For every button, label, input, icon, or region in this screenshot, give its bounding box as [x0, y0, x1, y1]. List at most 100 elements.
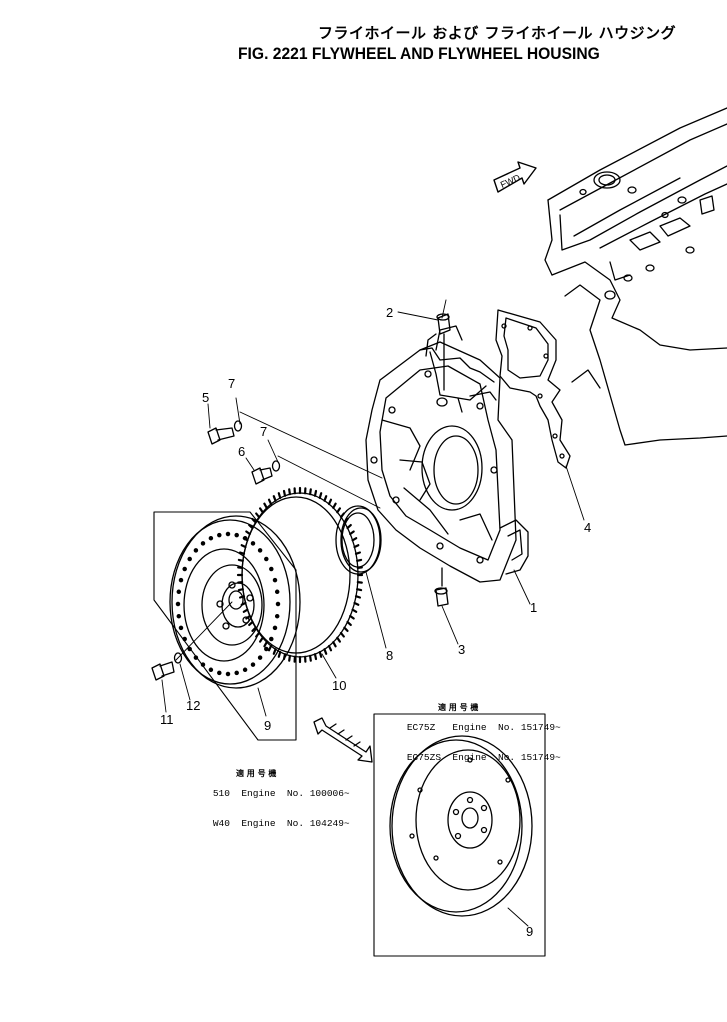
callout-8: 8 — [386, 648, 393, 663]
gear-tooth — [239, 551, 246, 555]
flywheel-hole — [176, 613, 182, 619]
housing-gasket — [495, 309, 571, 469]
gear-tooth — [336, 507, 341, 514]
washer-7-upper — [233, 420, 243, 432]
gear-tooth — [343, 517, 349, 524]
flywheel-hole — [193, 548, 199, 553]
gear-tooth — [349, 614, 355, 620]
gear-tooth — [356, 580, 363, 584]
applicability-right: 適 用 号 機 EC75Z Engine No. 151749~ EC75ZS … — [384, 683, 561, 773]
flywheel-hole — [234, 670, 239, 676]
washer-12 — [173, 652, 183, 664]
gear-tooth — [277, 492, 282, 499]
flywheel-hole — [242, 535, 248, 541]
flywheel-hole — [225, 531, 231, 537]
gear-tooth — [339, 631, 345, 638]
flywheel-hole — [274, 589, 280, 595]
applicability-right-line-2: EC75ZS Engine No. 151749~ — [406, 752, 561, 763]
flywheel-hole — [242, 667, 248, 673]
flywheel-hole — [275, 601, 281, 607]
leader-lines — [161, 299, 585, 927]
flywheel-hole — [272, 577, 278, 583]
gear-tooth — [313, 653, 318, 661]
flywheel-hole — [176, 589, 182, 595]
gear-tooth — [288, 488, 291, 496]
title-english: FIG. 2221 FLYWHEEL AND FLYWHEEL HOUSING — [238, 44, 600, 63]
flywheel-hole — [264, 646, 269, 652]
flywheel-hole — [257, 548, 263, 553]
engine-block — [544, 107, 727, 446]
gear-tooth — [318, 650, 323, 658]
gear-tooth — [277, 650, 282, 658]
gear-tooth — [356, 566, 363, 570]
plug-bottom — [434, 567, 449, 607]
gear-tooth — [272, 495, 277, 502]
flywheel-hole — [234, 532, 239, 538]
flywheel-hole — [217, 670, 222, 676]
gear-tooth — [346, 620, 352, 627]
gear-tooth — [343, 626, 349, 633]
callout-3: 3 — [458, 642, 465, 657]
plug-top — [436, 313, 451, 391]
gear-tooth — [255, 512, 261, 519]
callout-2: 2 — [386, 305, 393, 320]
fwd-direction-arrow — [493, 161, 537, 193]
callout-12: 12 — [186, 698, 200, 713]
gear-tooth — [237, 588, 244, 592]
bolt-6 — [251, 467, 273, 485]
gear-tooth — [248, 620, 254, 627]
gear-tooth — [313, 489, 318, 497]
gear-tooth — [351, 608, 358, 613]
flywheel-hole — [175, 601, 181, 607]
flywheel-hole — [208, 667, 214, 673]
flywheel-hole — [274, 613, 280, 619]
callout-4: 4 — [584, 520, 591, 535]
flywheel-hole — [182, 636, 187, 642]
gear-tooth — [263, 641, 268, 648]
flywheel-hole — [200, 541, 206, 546]
flywheel-hole — [178, 625, 184, 631]
flywheel-hole — [272, 625, 278, 631]
title-japanese: フライホイール および フライホイール ハウジング — [318, 24, 677, 42]
flywheel-hole — [269, 566, 274, 572]
callout-9-lower: 9 — [526, 924, 533, 939]
gear-tooth — [267, 498, 273, 506]
gear-tooth — [354, 595, 361, 599]
applicability-right-line-1: EC75Z Engine No. 151749~ — [406, 722, 561, 733]
gear-tooth — [248, 523, 254, 530]
gear-tooth — [356, 588, 363, 592]
callout-11: 11 — [160, 712, 174, 727]
gear-tooth — [318, 492, 323, 499]
callout-7-lower: 7 — [260, 424, 267, 439]
flywheel-hole — [225, 671, 231, 677]
flywheel-hole — [250, 662, 256, 667]
gear-tooth — [354, 551, 361, 555]
gear-tooth — [323, 495, 328, 502]
gear-tooth — [288, 654, 291, 662]
callout-10: 10 — [332, 678, 346, 693]
callout-7-upper: 7 — [228, 376, 235, 391]
flywheel-upper — [153, 511, 301, 741]
gear-tooth — [351, 537, 358, 542]
gear-tooth — [309, 654, 312, 662]
gear-tooth — [339, 512, 345, 519]
washer-7-lower — [271, 460, 281, 472]
bolt-11 — [151, 661, 175, 681]
gear-tooth — [356, 558, 363, 562]
gear-tooth — [323, 648, 328, 655]
gear-tooth — [237, 558, 244, 562]
gear-tooth — [245, 530, 251, 536]
flywheel-housing — [365, 325, 529, 583]
applicability-left-heading: 適 用 号 機 — [236, 769, 277, 778]
gear-tooth — [237, 566, 244, 570]
alternate-part-arrow — [313, 717, 373, 763]
gear-tooth — [336, 636, 341, 643]
ring-gear — [236, 486, 364, 664]
flywheel-hole — [178, 577, 184, 583]
gear-tooth — [259, 507, 264, 514]
gear-tooth — [240, 544, 247, 549]
gear-tooth — [263, 502, 268, 509]
gear-tooth — [272, 648, 277, 655]
